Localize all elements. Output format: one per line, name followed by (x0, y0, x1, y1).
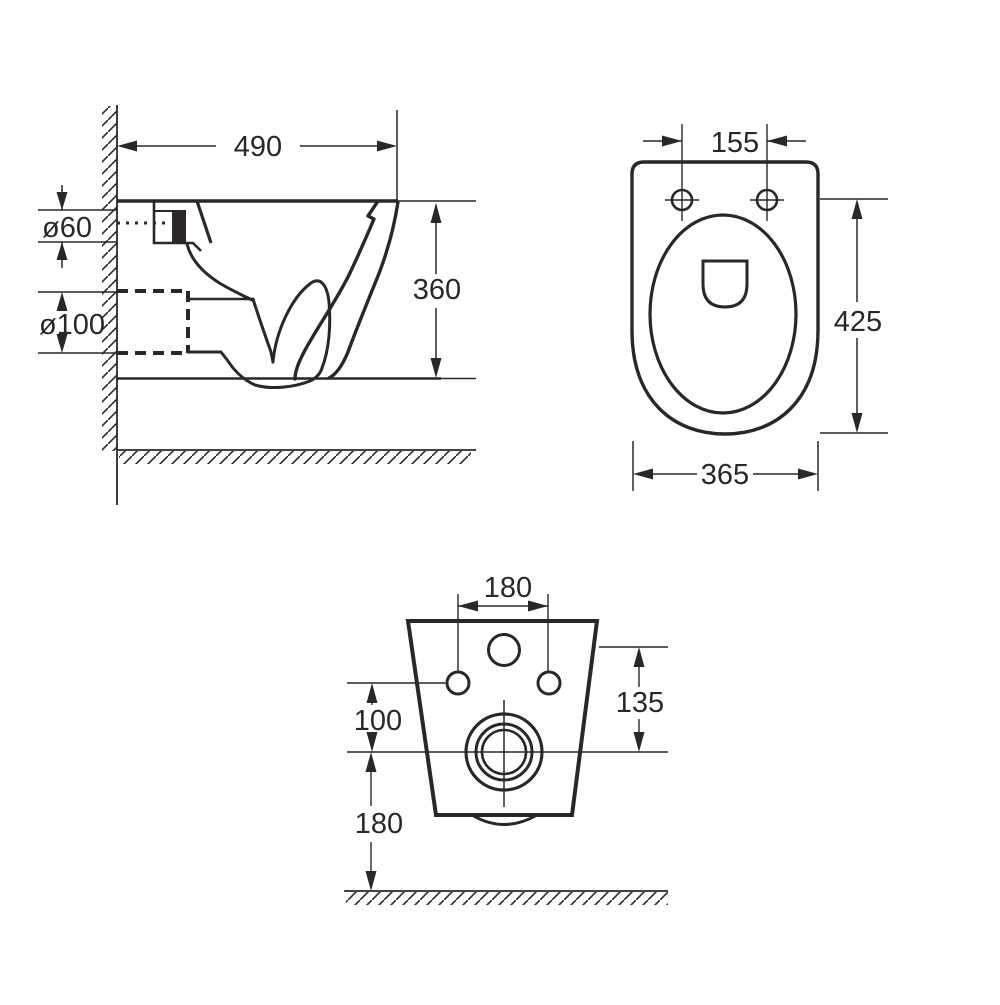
arrow-right-icon (528, 600, 548, 612)
top-width-dimension: 365 (632, 441, 819, 491)
arrow-up-icon (430, 203, 442, 223)
top-view: 155 425 365 (630, 124, 888, 491)
side-height-dimension: 360 (413, 203, 461, 378)
arrow-down-icon (56, 334, 68, 353)
hole-to-outlet-dimension: 135 (599, 646, 668, 752)
rear-hole-spacing-dimension: 180 (457, 572, 549, 671)
outlet-pipe-dashed-box (117, 289, 190, 355)
inlet-diameter-dimension: ø60 (38, 185, 167, 268)
flush-water-inlet (701, 259, 749, 309)
rear-floor-hatch (346, 892, 668, 905)
arrow-down-icon (430, 358, 442, 378)
rear-view: 180 100 135 180 (344, 572, 668, 905)
inlet-diameter-label: ø60 (42, 212, 92, 244)
arrow-up-icon (56, 242, 68, 260)
arrow-right-icon (377, 140, 397, 152)
outlet-to-floor-dimension: 180 (355, 752, 403, 891)
arrow-up-icon (366, 683, 378, 703)
top-outline (630, 160, 820, 436)
top-width-label: 365 (701, 459, 749, 491)
toilet-side-profile (185, 199, 400, 390)
rear-bottom-bump (471, 813, 538, 826)
siphon-curve (271, 279, 332, 370)
drain-outlet (347, 700, 668, 807)
wall-hatch (102, 106, 117, 451)
side-view: 490 360 ø60 (38, 105, 476, 505)
side-floor-hatch (119, 451, 471, 464)
side-height-label: 360 (413, 274, 461, 306)
arrow-down-icon (56, 192, 68, 210)
arrow-up-icon (365, 752, 377, 772)
arrow-left-icon (767, 135, 787, 147)
arrow-left-icon (633, 468, 653, 480)
arrow-down-icon (851, 413, 863, 433)
top-fixing-holes (665, 124, 784, 221)
outlet-offset-label: 100 (354, 705, 402, 737)
bowl-bottom-curve (186, 350, 324, 390)
arrow-up-icon (633, 647, 645, 667)
rear-hole-spacing-label: 180 (484, 572, 532, 604)
arrow-down-icon (633, 732, 645, 752)
arrow-up-icon (851, 199, 863, 219)
outlet-offset-dimension: 100 (347, 682, 446, 752)
side-depth-label: 490 (234, 131, 282, 163)
bowl-back-curve (185, 242, 254, 302)
arrow-down-icon (366, 732, 378, 752)
arrow-left-icon (117, 140, 137, 152)
top-hole-spacing-label: 155 (711, 127, 759, 159)
outlet-diameter-dimension: ø100 (38, 289, 190, 355)
outlet-to-floor-label: 180 (355, 808, 403, 840)
bowl-outer-shell (327, 200, 400, 380)
bowl-rim-oval (648, 213, 798, 415)
arrow-right-icon (798, 468, 818, 480)
arrow-up-icon (56, 292, 68, 311)
arrow-right-icon (662, 135, 682, 147)
top-length-label: 425 (834, 306, 882, 338)
water-inlet-hole (487, 633, 521, 667)
outlet-diameter-label: ø100 (39, 309, 105, 341)
arrow-down-icon (365, 871, 377, 891)
arrow-left-icon (458, 600, 478, 612)
side-depth-dimension: 490 (117, 110, 398, 204)
rear-fixing-hole-left (445, 670, 471, 696)
hole-to-outlet-label: 135 (616, 687, 664, 719)
bowl-inner-wall (293, 199, 380, 381)
trap-outlet-right (251, 297, 275, 364)
rear-fixing-hole-right (536, 670, 562, 696)
rear-outline (405, 619, 600, 817)
top-hole-spacing-dimension: 155 (643, 127, 806, 159)
flush-inlet-detail (152, 200, 213, 252)
top-length-dimension: 425 (820, 198, 888, 434)
